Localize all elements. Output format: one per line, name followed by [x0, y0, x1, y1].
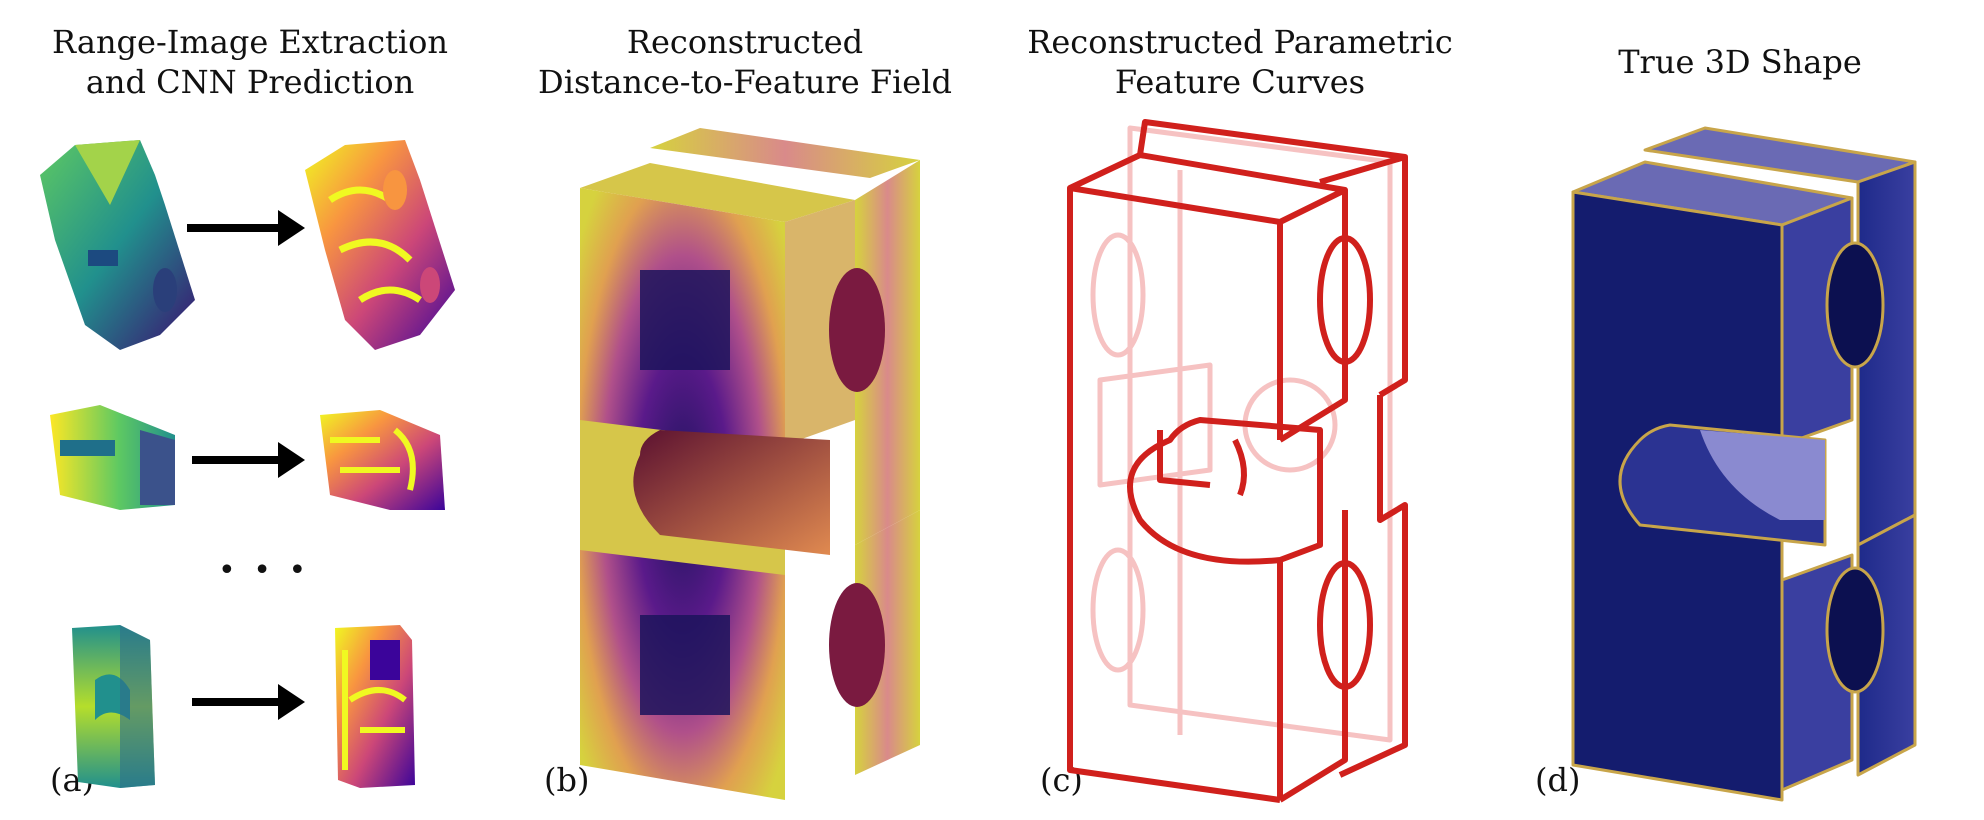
- panel-c-curves: [1067, 119, 1408, 803]
- range-image-3: [72, 625, 155, 788]
- panel-a-illustration: [40, 140, 455, 788]
- visible-curves: [1067, 119, 1408, 803]
- panel-c-title: Reconstructed Parametric Feature Curves: [1027, 23, 1453, 101]
- arrow-icon: [192, 442, 305, 478]
- range-image-1: [40, 140, 195, 350]
- panel-d-label: (d): [1535, 761, 1581, 799]
- panel-a-title: Range-Image Extraction and CNN Predictio…: [52, 23, 448, 101]
- arrow-icon: [192, 684, 305, 720]
- panel-d-shape: [1571, 126, 1917, 802]
- ellipsis: • • •: [218, 553, 311, 588]
- cnn-prediction-2: [320, 410, 445, 510]
- arrow-icon: [187, 210, 305, 246]
- range-image-2: [50, 405, 175, 510]
- panel-b-field: [580, 128, 920, 800]
- hidden-curves: [1090, 125, 1393, 743]
- panel-b-title: Reconstructed Distance-to-Feature Field: [538, 23, 952, 101]
- panel-d-title: True 3D Shape: [1618, 43, 1862, 81]
- cnn-prediction-1: [305, 140, 455, 350]
- panel-b-label: (b): [544, 761, 590, 799]
- cnn-prediction-3: [335, 625, 415, 788]
